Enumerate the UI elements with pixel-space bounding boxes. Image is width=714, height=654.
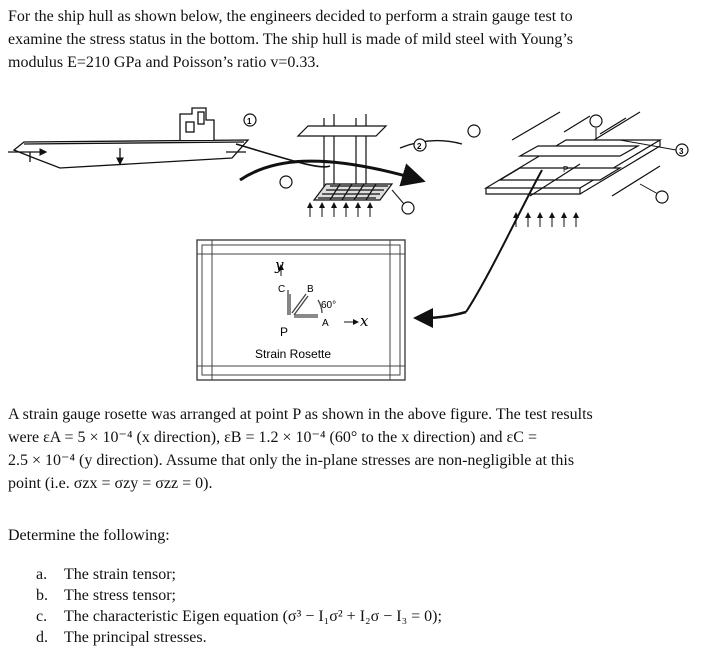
list-item-letter: b.	[36, 587, 48, 604]
callout-circles	[243, 113, 689, 215]
callout-3: 3	[679, 147, 684, 156]
plate-point-p-label: P	[563, 165, 568, 174]
intro-line-2: examine the stress status in the bottom.…	[8, 31, 573, 48]
results-line-4: point (i.e. σzx = σzy = σzz = 0).	[8, 475, 213, 492]
results-paragraph: A strain gauge rosette was arranged at p…	[8, 403, 698, 495]
list-item-text: The stress tensor;	[64, 587, 176, 604]
list-item: c. The characteristic Eigen equation (σ³ …	[36, 606, 442, 627]
list-item: b. The stress tensor;	[36, 585, 442, 606]
ship-hull-drawing	[8, 107, 250, 169]
ship-hull-figure: P 1 2 3	[8, 107, 689, 381]
callout-1: 1	[247, 117, 252, 126]
callout-2: 2	[417, 142, 422, 151]
rosette-gauges	[287, 290, 323, 318]
rosette-panel	[196, 239, 406, 381]
gauge-b-label: B	[307, 284, 314, 295]
axis-y-label: y	[274, 256, 284, 274]
list-item-letter: d.	[36, 629, 48, 646]
plate-panel-drawing	[483, 111, 663, 197]
pressure-arrows-right	[513, 212, 579, 227]
list-item-text: The principal stresses.	[64, 629, 207, 646]
gauge-a-label: A	[322, 318, 329, 329]
intro-paragraph: For the ship hull as shown below, the en…	[8, 5, 668, 74]
list-item-letter: a.	[36, 566, 48, 583]
angle-label: 60°	[321, 300, 336, 311]
task-list: a. The strain tensor; b. The stress tensor…	[36, 564, 442, 648]
intro-line-1: For the ship hull as shown below, the en…	[8, 8, 573, 25]
list-item-letter: c.	[36, 608, 48, 625]
axis-x-label: x	[360, 312, 369, 330]
results-line-1: A strain gauge rosette was arranged at p…	[8, 406, 593, 423]
list-item: d. The principal stresses.	[36, 627, 442, 648]
pressure-arrows-middle	[307, 202, 373, 217]
list-item: a. The strain tensor;	[36, 564, 442, 585]
rosette-title: Strain Rosette	[255, 347, 331, 361]
list-item-text: The characteristic Eigen equation (σ³ − …	[64, 608, 442, 625]
pointer-arrows	[235, 128, 677, 328]
list-item-text: The strain tensor;	[64, 566, 176, 583]
results-line-2: were εA = 5 × 10⁻⁴ (x direction), εB = 1…	[8, 429, 537, 446]
gauge-c-label: C	[278, 284, 285, 295]
results-line-3: 2.5 × 10⁻⁴ (y direction). Assume that on…	[8, 452, 575, 469]
bottom-structure-section	[296, 114, 394, 201]
determine-heading: Determine the following:	[8, 527, 170, 544]
rosette-axes	[278, 264, 359, 325]
point-p-label: P	[280, 325, 288, 339]
intro-line-3: modulus E=210 GPa and Poisson’s ratio v=…	[8, 54, 320, 71]
